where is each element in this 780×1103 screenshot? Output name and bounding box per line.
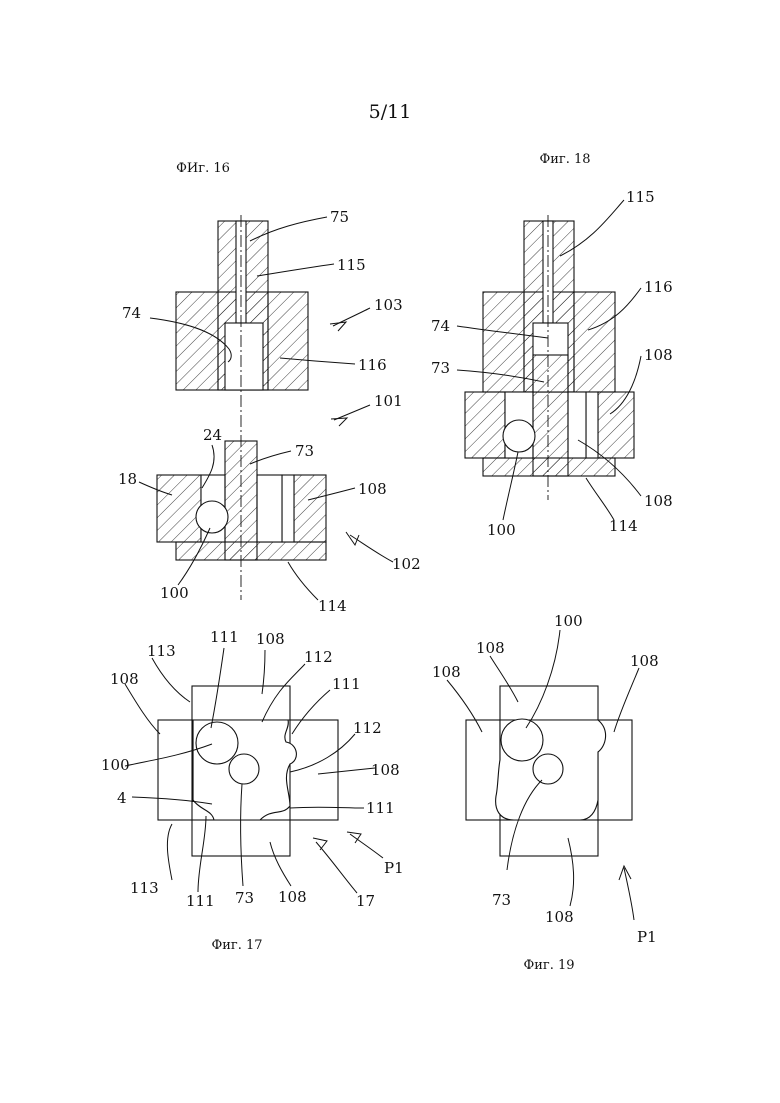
fig19-label-108-bottom: 108 [545,908,574,926]
figure-19: Фиг. 19 108 100 108 108 73 108 P1 [432,612,659,973]
fig16-label-103: 103 [374,296,403,314]
fig17-label-112-right: 112 [353,719,382,737]
fig18-label-115: 115 [626,188,655,206]
fig17-label-108-bottom: 108 [278,888,307,906]
fig17-label-111-top: 111 [210,628,239,646]
fig17-label-113-bottom: 113 [130,879,159,897]
fig16-label-101: 101 [374,392,403,410]
figure-18: Фиг. 18 [431,152,673,539]
fig17-label-p1: P1 [384,859,404,877]
fig18-label-74: 74 [431,317,450,335]
fig19-label-p1: P1 [637,928,657,946]
fig17-label-108-left: 108 [110,670,139,688]
fig16-label-24: 24 [203,426,222,444]
fig19-label-108-right: 108 [630,652,659,670]
figure-16: ФИг. 16 [118,161,421,615]
fig17-label-108-top: 108 [256,630,285,648]
fig18-caption: Фиг. 18 [539,152,590,167]
fig19-label-100: 100 [554,612,583,630]
fig17-label-17: 17 [356,892,375,910]
fig17-label-73: 73 [235,889,254,907]
fig17-label-4: 4 [117,789,127,807]
fig18-label-114: 114 [609,517,638,535]
fig17-label-113-top: 113 [147,642,176,660]
fig18-label-108-bottom: 108 [644,492,673,510]
fig17-label-108-right: 108 [371,761,400,779]
fig16-label-100: 100 [160,584,189,602]
fig17-label-100: 100 [101,756,130,774]
fig19-label-73: 73 [492,891,511,909]
fig19-plan-view [466,686,632,856]
fig19-caption: Фиг. 19 [523,958,574,973]
fig16-label-18: 18 [118,470,137,488]
fig18-label-73: 73 [431,359,450,377]
fig17-label-112-top: 112 [304,648,333,666]
fig16-label-114: 114 [318,597,347,615]
fig16-label-73: 73 [295,442,314,460]
fig19-label-108-left: 108 [432,663,461,681]
fig17-caption: Фиг. 17 [211,938,262,953]
fig16-label-115: 115 [337,256,366,274]
fig18-label-100: 100 [487,521,516,539]
fig16-caption: ФИг. 16 [176,161,230,176]
fig17-plan-view [158,686,338,856]
page-number: 5/11 [369,101,412,123]
fig17-label-111-right-lower: 111 [366,799,395,817]
fig17-label-111-bottom: 111 [186,892,215,910]
fig18-assembly [465,215,634,500]
fig16-label-75: 75 [330,208,349,226]
fig16-label-102: 102 [392,555,421,573]
fig18-label-108-top: 108 [644,346,673,364]
fig17-label-111-right: 111 [332,675,361,693]
fig16-label-116: 116 [358,356,387,374]
figure-17: Фиг. 17 [101,628,404,953]
fig16-label-74: 74 [122,304,141,322]
fig19-label-108-top: 108 [476,639,505,657]
fig18-label-116: 116 [644,278,673,296]
fig16-label-108: 108 [358,480,387,498]
